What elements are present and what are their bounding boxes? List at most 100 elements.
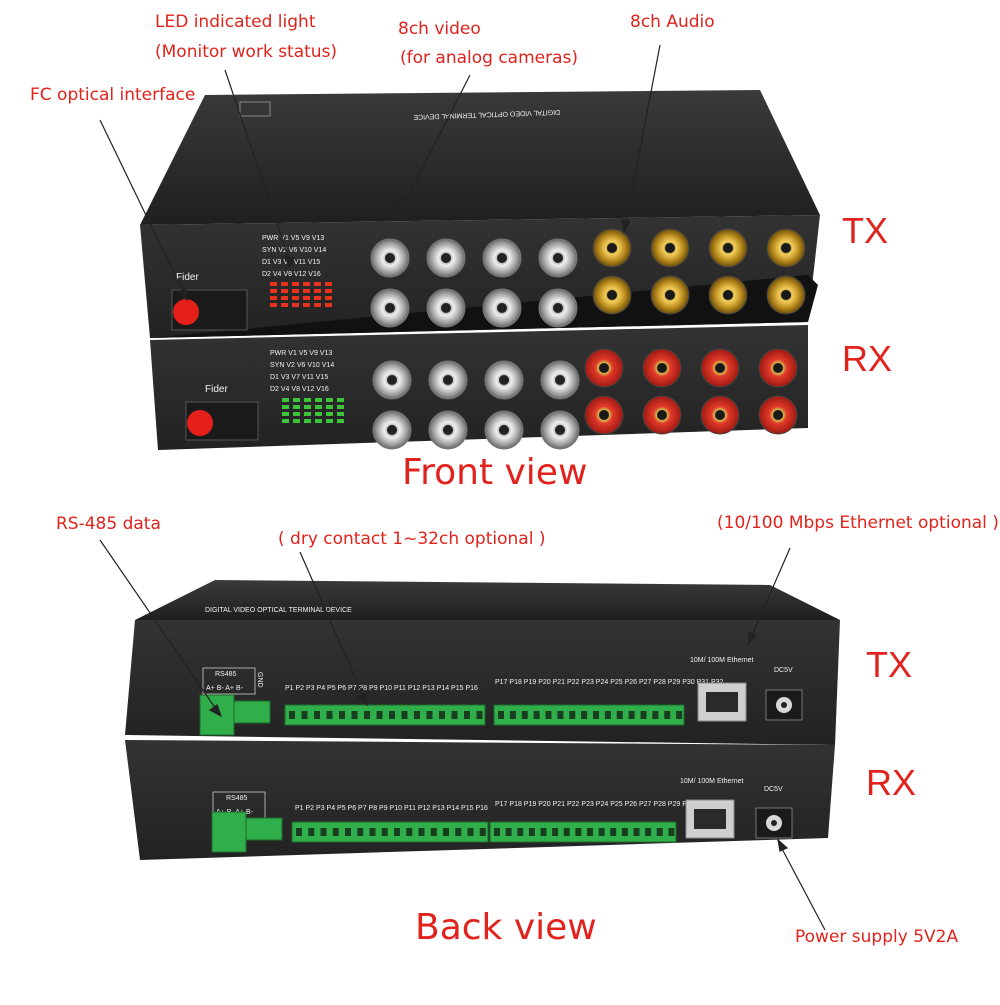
led xyxy=(293,412,300,416)
terminal-screw xyxy=(521,711,528,719)
terminal-screw xyxy=(426,711,433,719)
terminal-screw xyxy=(598,828,605,836)
terminal-block-right xyxy=(489,821,677,843)
bnc-center xyxy=(553,253,563,263)
led xyxy=(270,303,277,307)
led-annotation-line2: (Monitor work status) xyxy=(155,42,338,62)
back-rx-unit: RS485 A+ B- A+ B- P1 P2 P3 P4 P5 P6 P7 P… xyxy=(125,740,835,860)
led xyxy=(281,296,288,300)
led xyxy=(292,289,299,293)
terminal-screw xyxy=(587,828,593,836)
led xyxy=(337,405,344,409)
terminal-screw xyxy=(401,711,408,719)
terminal-screw xyxy=(498,711,504,719)
bnc-connectors-tx xyxy=(370,238,578,328)
bnc-center xyxy=(499,375,509,385)
terminal-screw xyxy=(301,711,308,719)
ports-right-rx: P17 P18 P19 P20 P21 P22 P23 P24 P25 P26 … xyxy=(495,801,724,808)
terminal-screw xyxy=(581,711,588,719)
rca-center xyxy=(607,290,617,300)
led xyxy=(292,303,299,307)
terminal-screw xyxy=(430,828,437,836)
led xyxy=(281,282,288,286)
rca-center xyxy=(715,363,725,373)
back-tx-unit: DIGITAL VIDEO OPTICAL TERMINAL DEVICE RS… xyxy=(125,580,840,745)
led xyxy=(314,296,321,300)
ports-left-rx: P1 P2 P3 P4 P5 P6 P7 P8 P9 P10 P11 P12 P… xyxy=(295,805,488,812)
ports-left-tx: P1 P2 P3 P4 P5 P6 P7 P8 P9 P10 P11 P12 P… xyxy=(285,685,478,692)
terminal-screw xyxy=(505,828,512,836)
bnc-center xyxy=(443,425,453,435)
svg-text:PWR V1 V5 V9 V13: PWR V1 V5 V9 V13 xyxy=(262,235,324,242)
rca-center xyxy=(773,410,783,420)
terminal-screw xyxy=(376,711,383,719)
bnc-center xyxy=(385,303,395,313)
terminal-screw xyxy=(414,711,420,719)
fider-label-tx: Fider xyxy=(176,272,199,283)
rca-center xyxy=(773,363,783,373)
terminal-screw xyxy=(332,828,339,836)
terminal-screw xyxy=(289,711,295,719)
led xyxy=(337,412,344,416)
bnc-center xyxy=(441,253,451,263)
led xyxy=(293,419,300,423)
bnc-center xyxy=(555,375,565,385)
terminal-screw xyxy=(464,711,470,719)
terminal-screw xyxy=(308,828,315,836)
bnc-center xyxy=(555,425,565,435)
rca-center xyxy=(665,243,675,253)
terminal-screw xyxy=(610,828,617,836)
led xyxy=(303,289,310,293)
fc-connector-rx xyxy=(187,410,213,436)
svg-text:D1 V3 V7 V11 V15: D1 V3 V7 V11 V15 xyxy=(270,374,328,381)
bnc-center xyxy=(497,303,507,313)
led xyxy=(270,296,277,300)
led xyxy=(304,398,311,402)
bnc-center xyxy=(387,425,397,435)
rs485-terminal xyxy=(199,694,235,736)
video-annotation-line2: (for analog cameras) xyxy=(400,48,579,68)
bnc-center xyxy=(441,303,451,313)
led xyxy=(282,419,289,423)
terminal-screw xyxy=(443,828,449,836)
fc-connector-tx xyxy=(173,299,199,325)
video-annotation-line1: 8ch video xyxy=(398,19,481,39)
terminal-screw xyxy=(557,711,564,719)
led xyxy=(325,303,332,307)
terminal-screw xyxy=(517,828,524,836)
terminal-screw xyxy=(628,711,635,719)
terminal-screw xyxy=(664,711,671,719)
terminal-screw xyxy=(569,711,576,719)
led xyxy=(304,405,311,409)
led xyxy=(315,419,322,423)
terminal-screw xyxy=(540,828,547,836)
terminal-screw xyxy=(439,711,445,719)
led xyxy=(303,296,310,300)
led xyxy=(315,412,322,416)
rx-front-label: RX xyxy=(842,338,893,379)
terminal-screw xyxy=(616,711,623,719)
bnc-center xyxy=(385,253,395,263)
audio-annotation: 8ch Audio xyxy=(630,12,715,32)
terminal-screw xyxy=(345,828,351,836)
rca-center xyxy=(599,410,609,420)
terminal-screw xyxy=(389,711,395,719)
terminal-screw xyxy=(656,828,663,836)
bnc-center xyxy=(387,375,397,385)
rs485-terminal-block xyxy=(245,817,283,841)
led xyxy=(337,419,344,423)
terminal-screw xyxy=(494,828,500,836)
svg-text:A+ B- A+ B-: A+ B- A+ B- xyxy=(206,685,244,692)
terminal-screw xyxy=(339,711,345,719)
terminal-screw xyxy=(575,828,582,836)
led xyxy=(292,296,299,300)
led xyxy=(314,282,321,286)
bnc-connectors-rx xyxy=(372,360,580,450)
terminal-blocks-rx xyxy=(211,811,677,853)
led xyxy=(293,405,300,409)
led xyxy=(315,405,322,409)
fider-label-rx: Fider xyxy=(205,384,228,395)
terminal-screw xyxy=(645,828,652,836)
svg-text:GND: GND xyxy=(256,672,263,688)
